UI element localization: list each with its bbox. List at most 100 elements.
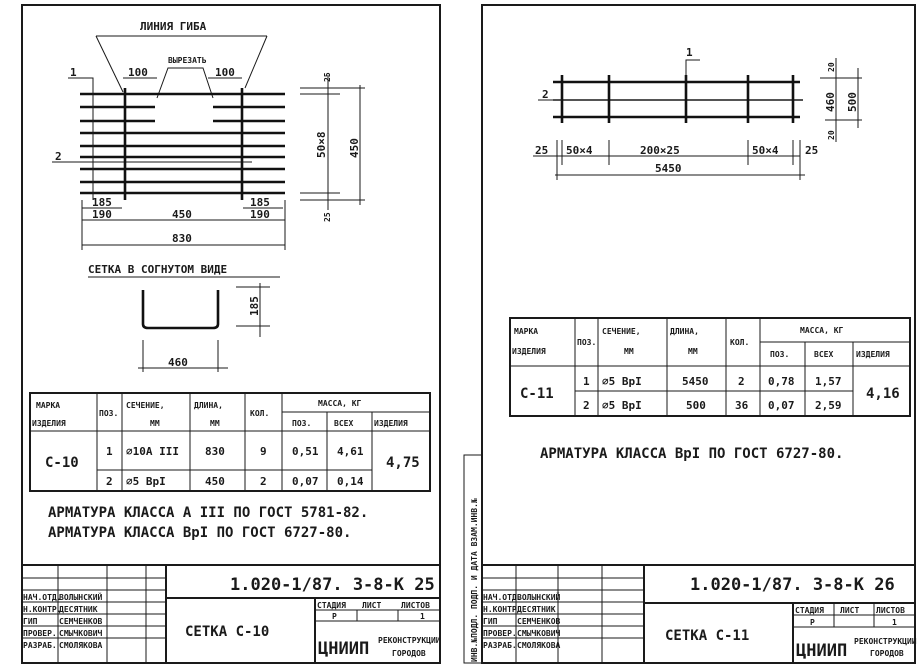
signer-name: ДЕСЯТНИК: [59, 605, 98, 614]
cell-pos: 1: [106, 445, 113, 458]
col-header-mass-item: ИЗДЕЛИЯ: [856, 350, 890, 359]
signer-role: ГИП: [483, 617, 498, 626]
col-header-length: ДЛИНА,: [670, 327, 699, 336]
note-reinforcement-2: АРМАТУРА КЛАССА ВрI ПО ГОСТ 6727-80.: [48, 525, 351, 541]
table-row: 1 ⌀5 ВрI 5450 2 0,78 1,57: [583, 375, 842, 388]
position-1-label: 1: [686, 46, 693, 59]
cell-mass-all: 2,59: [815, 399, 842, 412]
dim-500: 500: [846, 92, 859, 112]
specification-table-c10: МАРКА ИЗДЕЛИЯ ПОЗ. СЕЧЕНИЕ, ММ ДЛИНА, ММ…: [29, 392, 431, 492]
cell-section: ⌀5 ВрI: [602, 375, 642, 388]
longitudinal-bars: [553, 80, 800, 119]
col-header-mark-2: ИЗДЕЛИЯ: [512, 347, 546, 356]
dim-25-bottom: 25: [323, 212, 332, 222]
signers-list: НАЧ.ОТД. ВОЛЫНСКИЙ Н.КОНТР. ДЕСЯТНИК ГИП…: [483, 591, 561, 650]
col-header-mass-item: ИЗДЕЛИЯ: [374, 419, 408, 428]
table-row: 1 ⌀10А III 830 9 0,51 4,61: [106, 445, 364, 458]
col-header-qty: КОЛ.: [730, 338, 749, 347]
cell-length: 450: [205, 475, 225, 488]
sheet-header: ЛИСТ: [362, 601, 381, 610]
cell-qty: 36: [735, 399, 749, 412]
sheets-value: 1: [420, 612, 425, 621]
right-dimension-lines: [300, 75, 365, 210]
dim-25-right: 25: [805, 144, 818, 157]
org-logo: ЦНИИП: [796, 641, 847, 661]
bent-mesh-shape: [141, 290, 220, 330]
stage-header: СТАДИЯ: [795, 606, 824, 615]
table-row: 2 ⌀5 ВрI 450 2 0,07 0,14: [106, 475, 364, 488]
right-sheet-frame: [481, 4, 916, 664]
col-header-length-2: ММ: [210, 419, 220, 428]
dim-25-left: 25: [535, 144, 548, 157]
dim-190-left: 190: [92, 208, 112, 221]
col-header-section: СЕЧЕНИЕ,: [126, 401, 165, 410]
signer-name: ВОЛЫНСКИЙ: [517, 591, 561, 602]
dim-190-right: 190: [250, 208, 270, 221]
cell-mass-pos: 0,07: [768, 399, 795, 412]
cell-mass-all: 1,57: [815, 375, 842, 388]
signer-role: РАЗРАБ.: [483, 641, 517, 650]
left-sheet: ЛИНИЯ ГИБА ВЫРЕЗАТЬ 100 100 1 2: [21, 4, 441, 664]
col-header-section-2: ММ: [624, 347, 634, 356]
note-reinforcement-1: АРМАТУРА КЛАССА А III ПО ГОСТ 5781-82.: [48, 505, 368, 521]
dim-185-right: 185: [250, 196, 270, 209]
col-header-mass-all: ВСЕХ: [814, 350, 833, 359]
cell-length: 830: [205, 445, 225, 458]
binding-strip: [463, 454, 483, 664]
signer-name: СЕМЧЕНКОВ: [517, 617, 561, 626]
leader-1: [68, 77, 94, 94]
total-mass-cell: 4,75: [386, 455, 420, 471]
cell-pos: 1: [583, 375, 590, 388]
col-header-qty: КОЛ.: [250, 409, 269, 418]
dim-25-top: 25: [323, 72, 332, 82]
cell-qty: 9: [260, 445, 267, 458]
signer-name: СМОЛЯКОВА: [517, 641, 561, 650]
dim-100-left: 100: [128, 66, 148, 79]
signer-name: ДЕСЯТНИК: [517, 605, 556, 614]
bottom-dimension-lines: [533, 140, 805, 180]
dim-450: 450: [172, 208, 192, 221]
org-sub-2: ГОРОДОВ: [392, 649, 426, 658]
col-header-section-2: ММ: [150, 419, 160, 428]
drawing-code: 1.020-1/87. 3-8-К 26: [690, 575, 895, 595]
signer-role: Н.КОНТР.: [483, 605, 522, 614]
signer-name: СМЫЧКОВИЧ: [59, 629, 103, 638]
mark-cell: С-10: [45, 455, 79, 471]
cell-pos: 2: [106, 475, 113, 488]
bent-dim-185: 185: [248, 296, 261, 316]
dim-50x8: 50×8: [315, 132, 328, 159]
left-sheet-frame: [21, 4, 441, 664]
note-reinforcement: АРМАТУРА КЛАССА ВрI ПО ГОСТ 6727-80.: [540, 446, 843, 462]
signer-name: СМОЛЯКОВА: [59, 641, 103, 650]
dim-50x4-right: 50×4: [752, 144, 779, 157]
signer-role: ПРОВЕР.: [23, 629, 57, 638]
col-header-length-2: ММ: [688, 347, 698, 356]
bent-view-title: СЕТКА В СОГНУТОМ ВИДЕ: [88, 263, 227, 276]
col-header-section: СЕЧЕНИЕ,: [602, 327, 641, 336]
mesh-c11-drawing: 1 2 25 50×4 200×25 50×4 25 5450 20 460 2…: [533, 46, 862, 180]
cell-mass-all: 4,61: [337, 445, 364, 458]
org-sub-2: ГОРОДОВ: [870, 649, 904, 658]
bent-dim-460: 460: [168, 356, 188, 369]
position-2-label: 2: [55, 150, 62, 163]
signer-name: СЕМЧЕНКОВ: [59, 617, 103, 626]
stage-value: Р: [332, 612, 337, 621]
col-header-mass-pos: ПОЗ.: [292, 419, 311, 428]
col-header-pos: ПОЗ.: [577, 338, 596, 347]
col-header-mass: МАССА, КГ: [800, 326, 844, 335]
signer-name: СМЫЧКОВИЧ: [517, 629, 561, 638]
signer-role: РАЗРАБ.: [23, 641, 57, 650]
org-sub-1: РЕКОНСТРУКЦИИ: [378, 636, 441, 645]
col-header-length: ДЛИНА,: [194, 401, 223, 410]
transverse-bars: [560, 75, 795, 123]
specification-table-c11: МАРКА ИЗДЕЛИЯ ПОЗ. СЕЧЕНИЕ, ММ ДЛИНА, ММ…: [509, 317, 911, 417]
col-header-mass: МАССА, КГ: [318, 399, 362, 408]
dim-5450: 5450: [655, 162, 682, 175]
col-header-mark-2: ИЗДЕЛИЯ: [32, 419, 66, 428]
table-row: 2 ⌀5 ВрI 500 36 0,07 2,59: [583, 399, 842, 412]
cell-pos: 2: [583, 399, 590, 412]
right-dimension-lines: [820, 58, 862, 142]
position-2-label: 2: [542, 88, 549, 101]
bend-line: [95, 35, 268, 93]
cell-mass-pos: 0,07: [292, 475, 319, 488]
